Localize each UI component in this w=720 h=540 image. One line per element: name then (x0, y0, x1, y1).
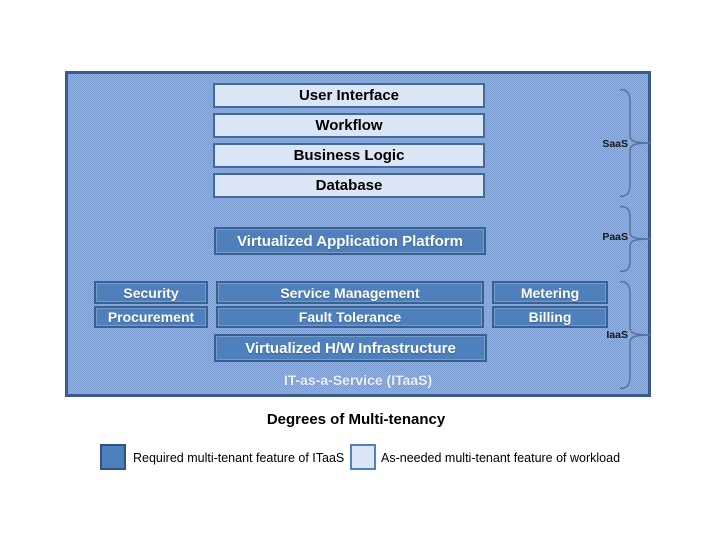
iaas-brace-icon (619, 280, 652, 390)
paas-label: PaaS (602, 231, 628, 243)
layer-box-virtualized-application-platform: Virtualized Application Platform (214, 227, 486, 255)
layer-box-billing: Billing (492, 306, 608, 328)
iaas-label: IaaS (606, 329, 628, 341)
legend-swatch-as-needed (350, 444, 376, 470)
layer-box-business-logic: Business Logic (213, 143, 485, 168)
saas-brace-icon (619, 88, 652, 198)
diagram-title: Degrees of Multi-tenancy (266, 411, 446, 428)
layer-box-metering: Metering (492, 281, 608, 304)
layer-box-fault-tolerance: Fault Tolerance (216, 306, 484, 328)
legend-swatch-required (100, 444, 126, 470)
layer-box-database: Database (213, 173, 485, 198)
layer-box-procurement: Procurement (94, 306, 208, 328)
layer-box-workflow: Workflow (213, 113, 485, 138)
layer-box-virtualized-hw-infrastructure: Virtualized H/W Infrastructure (214, 334, 487, 362)
layer-box-service-management: Service Management (216, 281, 484, 304)
legend-label-required: Required multi-tenant feature of ITaaS (133, 451, 345, 465)
paas-brace-icon (619, 205, 652, 273)
saas-label: SaaS (602, 138, 628, 150)
layer-box-user-interface: User Interface (213, 83, 485, 108)
legend-label-as-needed: As-needed multi-tenant feature of worklo… (381, 451, 621, 465)
itaas-container-label: IT-as-a-Service (ITaaS) (283, 372, 433, 388)
layer-box-security: Security (94, 281, 208, 304)
